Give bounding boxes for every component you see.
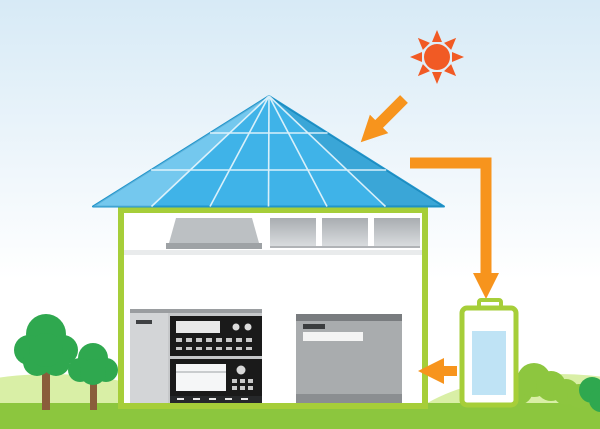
sun-core [424,44,450,70]
button-dot [176,338,182,342]
button-dot [240,379,245,383]
sun-icon [410,30,464,84]
roof-highlight [93,96,269,207]
tree-trunk [90,380,97,410]
canopy-blob [29,333,63,367]
oven-knob [236,365,246,375]
house [92,95,445,409]
window [374,218,420,248]
tree-large [14,314,78,410]
button-dot [196,338,202,342]
solar-panel-grid [150,95,387,208]
button-dot [196,347,202,350]
button-dot [240,386,245,390]
panel-grid-line [268,95,387,208]
appliance-base [170,396,262,403]
oven-window [176,364,226,391]
button-dot [232,379,237,383]
battery [459,298,519,408]
upper-floor [124,218,422,255]
panel-grid-line [267,95,270,207]
tick [209,398,216,400]
bush-far-right [579,377,600,412]
button-dot [206,338,212,342]
tree-canopy [68,343,118,385]
tick [177,398,184,400]
dishwasher [296,314,402,403]
button-dot [246,347,252,350]
button-dot [216,347,222,350]
floor-shadow [124,250,422,255]
control-buttons [176,338,252,350]
base-ticks [177,398,248,400]
control-knob [244,323,252,331]
button-dot [206,347,212,350]
kitchen-unit [130,309,262,403]
button-dot [186,347,192,350]
control-knob [232,323,240,331]
sunlight-arrow [360,95,408,143]
solar-roof [92,95,445,208]
control-display [176,321,220,333]
dishwasher-handle-slot [303,332,363,341]
button-dot [236,347,242,350]
tree-canopy [14,314,78,376]
button-dot [226,347,232,350]
button-dot [248,379,253,383]
roof-to-battery-arrow [410,157,499,299]
house-outline [118,207,428,409]
cabinet-handle [136,320,152,324]
tree-trunk [42,372,50,410]
battery-charge-level [472,331,506,395]
oven [170,359,262,396]
button-dot [236,338,242,342]
panel-grid-line [268,95,328,207]
button-dot [248,386,253,390]
panel-grid-line [209,95,270,207]
button-dot [186,338,192,342]
panel-grid-line [150,95,270,208]
energy-flow-arrows [360,95,499,384]
control-panel [170,316,262,356]
canopy-blob [80,359,106,385]
button-dot [226,338,232,342]
dishwasher-base-strip [296,394,402,403]
countertop [130,309,262,313]
dishwasher-top-strip [296,314,402,321]
window [322,218,368,248]
button-dot [216,338,222,342]
dishwasher-control-chip [303,324,325,329]
tree-small [68,343,118,410]
window-sill [270,246,420,248]
bush-blob [589,388,600,412]
tick [193,398,200,400]
tick [241,398,248,400]
cabinet-left-panel [130,313,168,403]
tick [225,398,232,400]
button-dot [176,347,182,350]
roof-shade [269,96,444,207]
window [270,218,316,248]
button-dot [246,338,252,342]
range-hood-lip [166,243,262,249]
range-hood [169,218,259,243]
oven-buttons [232,379,253,390]
button-dot [232,386,237,390]
window-row [270,218,420,248]
